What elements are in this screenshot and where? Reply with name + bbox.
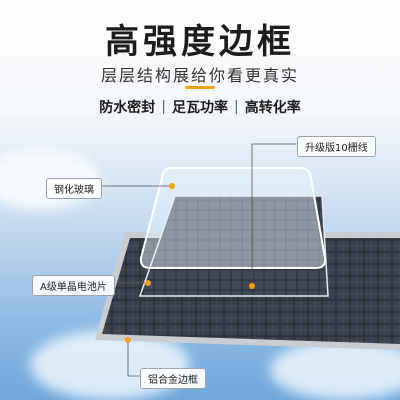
accent-underline <box>185 86 215 89</box>
callout-glass: 钢化玻璃 <box>46 178 102 199</box>
marker-dot <box>169 183 175 189</box>
callout-markers <box>125 183 255 343</box>
leader-upgrade <box>251 143 296 286</box>
feature-separator: | <box>234 99 239 115</box>
marker-dot <box>145 280 151 286</box>
tempered-glass <box>139 167 327 269</box>
callout-upgrade: 升级版10栅线 <box>297 136 376 157</box>
page-title: 高强度边框 <box>105 22 295 62</box>
glass-layer <box>139 167 327 269</box>
marker-dot <box>249 283 255 289</box>
cell-layer <box>138 195 329 297</box>
feature-separator: | <box>161 99 166 115</box>
cloud-decor <box>270 340 400 400</box>
page-subtitle: 层层结构展给你看更真实 <box>100 66 299 85</box>
callout-frame: 铝合金边框 <box>140 368 206 389</box>
cell-sheet <box>138 195 329 297</box>
feature-list: 防水密封 | 足瓦功率 | 高转化率 <box>0 97 400 117</box>
callout-cell: A级单晶电池片 <box>32 275 115 296</box>
feature-item: 高转化率 <box>244 100 301 116</box>
leader-lines <box>100 143 296 377</box>
feature-item: 防水密封 <box>99 100 156 116</box>
marker-dot <box>125 337 131 343</box>
leader-frame <box>127 340 140 377</box>
feature-item: 足瓦功率 <box>172 100 228 116</box>
